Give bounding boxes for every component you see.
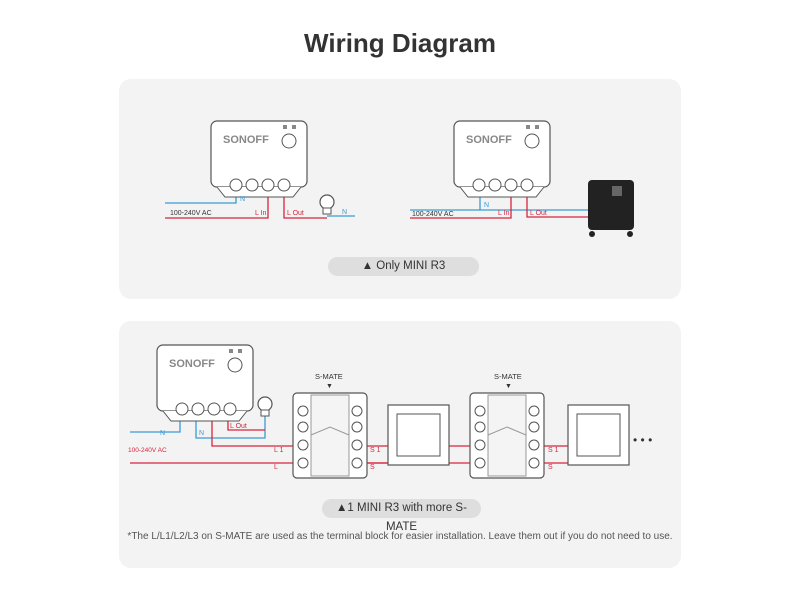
svg-text:100-240V AC: 100-240V AC bbox=[170, 210, 212, 217]
svg-text:S: S bbox=[548, 464, 553, 471]
svg-text:100-240V AC: 100-240V AC bbox=[412, 211, 454, 218]
svg-text:L: L bbox=[274, 464, 278, 471]
svg-text:S-MATE: S-MATE bbox=[315, 372, 343, 381]
brand-logo: SONOFF bbox=[169, 358, 215, 370]
svg-text:N: N bbox=[199, 430, 204, 437]
wall-switch-1 bbox=[387, 404, 450, 466]
brand-logo: SONOFF bbox=[223, 134, 269, 146]
caption-only-mini-r3: ▲ Only MINI R3 bbox=[328, 257, 479, 276]
mini-r3-heater-diagram: SONOFF N 100-240V AC L In L Out bbox=[410, 120, 634, 237]
wall-switch-2 bbox=[567, 404, 630, 466]
footnote: *The L/L1/L2/L3 on S-MATE are used as th… bbox=[127, 531, 673, 542]
svg-text:S 1: S 1 bbox=[548, 447, 559, 454]
mini-r3-device bbox=[156, 344, 254, 422]
svg-text:N: N bbox=[342, 209, 347, 216]
caption-mini-r3-smate: ▲1 MINI R3 with more S-MATE bbox=[322, 499, 481, 533]
svg-text:N: N bbox=[160, 430, 165, 437]
smate-module-1 bbox=[292, 392, 368, 479]
svg-text:100-240V AC: 100-240V AC bbox=[128, 447, 167, 454]
mini-r3-device bbox=[210, 120, 308, 198]
svg-text:S-MATE: S-MATE bbox=[494, 372, 522, 381]
smate-module-2 bbox=[469, 392, 545, 479]
mini-r3-lamp-diagram: SONOFF N 100-240V AC L In L Out N bbox=[165, 120, 355, 219]
svg-text:L 1: L 1 bbox=[274, 447, 284, 454]
lamp-icon bbox=[319, 194, 335, 215]
mini-r3-smate-diagram: SONOFF S-MATE ▼ S-MATE ▼ • • • N N L Out… bbox=[128, 344, 652, 479]
svg-text:S 1: S 1 bbox=[370, 447, 381, 454]
svg-text:L Out: L Out bbox=[530, 210, 547, 217]
heater-icon bbox=[588, 180, 634, 237]
svg-text:N: N bbox=[484, 202, 489, 209]
page-title: Wiring Diagram bbox=[304, 28, 496, 58]
more-indicator: • • • bbox=[633, 433, 652, 447]
svg-text:S: S bbox=[370, 464, 375, 471]
svg-text:N: N bbox=[240, 196, 245, 203]
lamp-icon bbox=[257, 396, 273, 417]
brand-logo: SONOFF bbox=[466, 134, 512, 146]
svg-text:L In: L In bbox=[498, 210, 510, 217]
svg-text:▼: ▼ bbox=[326, 383, 333, 390]
mini-r3-device bbox=[453, 120, 551, 198]
svg-text:L Out: L Out bbox=[230, 423, 247, 430]
svg-text:L Out: L Out bbox=[287, 210, 304, 217]
svg-text:L In: L In bbox=[255, 210, 267, 217]
svg-text:▼: ▼ bbox=[505, 383, 512, 390]
